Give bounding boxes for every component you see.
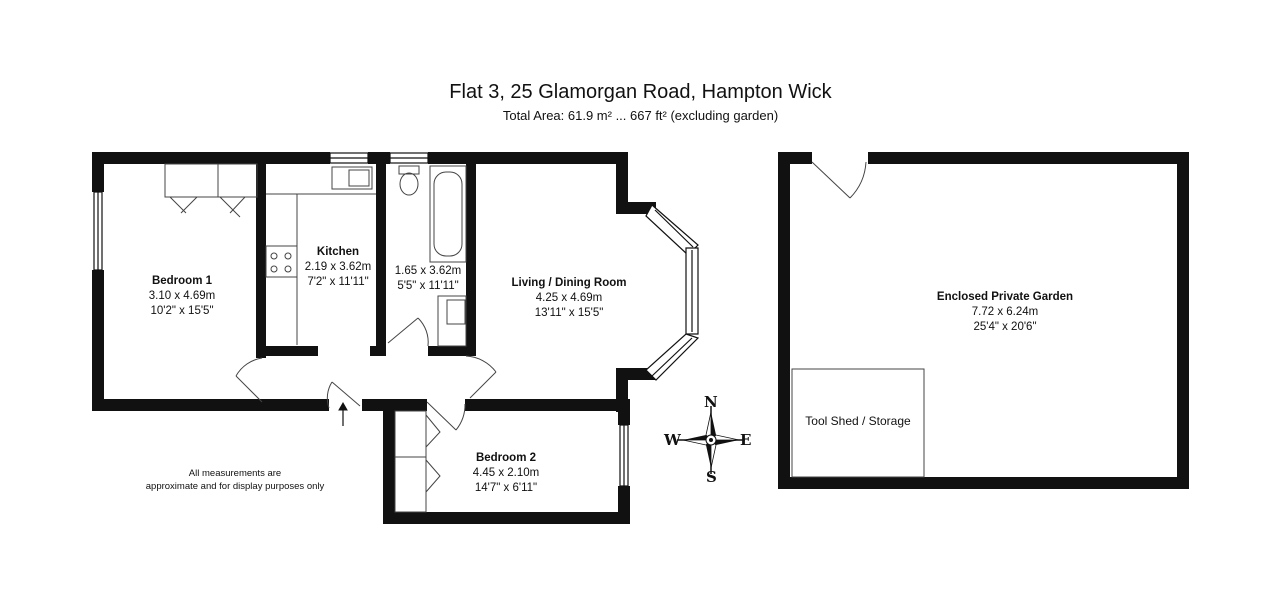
room-bathroom: 1.65 x 3.62m 5'5" x 11'11" — [384, 264, 472, 294]
garden-walls — [778, 152, 1189, 489]
room-metric: 4.45 x 2.10m — [472, 467, 540, 479]
room-metric: 7.72 x 6.24m — [971, 306, 1039, 318]
total-area: Total Area: 61.9 m² ... 667 ft² (excludi… — [502, 108, 779, 123]
room-imperial: 10'2" x 15'5" — [150, 305, 214, 317]
room-metric: 4.25 x 4.69m — [535, 292, 603, 304]
garden-door — [811, 161, 867, 199]
compass-west: W — [664, 431, 681, 449]
flat-walls — [92, 152, 656, 524]
entrance-arrow — [338, 401, 348, 426]
room-imperial: 5'5" x 11'11" — [397, 280, 459, 292]
room-imperial: 25'4" x 20'6" — [973, 321, 1037, 333]
room-name: Kitchen — [316, 246, 360, 258]
compass-east: E — [740, 431, 752, 449]
room-name: Living / Dining Room — [511, 277, 627, 289]
room-kitchen: Kitchen 2.19 x 3.62m 7'2" x 11'11" — [290, 245, 386, 290]
bay-window — [645, 204, 700, 381]
room-bedroom-2: Bedroom 2 4.45 x 2.10m 14'7" x 6'11" — [456, 451, 556, 496]
compass-south: S — [706, 468, 717, 486]
room-bedroom-1: Bedroom 1 3.10 x 4.69m 10'2" x 15'5" — [112, 274, 252, 319]
room-name: Bedroom 1 — [151, 275, 213, 287]
page-title: Flat 3, 25 Glamorgan Road, Hampton Wick — [449, 81, 832, 103]
room-garden: Enclosed Private Garden 7.72 x 6.24m 25'… — [900, 290, 1110, 335]
room-metric: 2.19 x 3.62m — [304, 261, 372, 273]
compass-rose — [677, 406, 745, 474]
room-imperial: 13'11" x 15'5" — [534, 307, 604, 319]
fixtures — [164, 163, 467, 513]
disclaimer-line-2: approximate and for display purposes onl… — [145, 481, 325, 492]
room-imperial: 14'7" x 6'11" — [474, 482, 538, 494]
room-name: Enclosed Private Garden — [936, 291, 1074, 303]
room-imperial: 7'2" x 11'11" — [307, 276, 369, 288]
room-name: Tool Shed / Storage — [805, 414, 911, 428]
disclaimer-line-1: All measurements are — [188, 468, 282, 479]
room-metric: 3.10 x 4.69m — [148, 290, 216, 302]
measurement-disclaimer: All measurements are approximate and for… — [120, 467, 350, 493]
room-name: Bedroom 2 — [475, 452, 537, 464]
tool-shed — [791, 368, 925, 478]
room-tool-shed: Tool Shed / Storage — [796, 414, 920, 429]
room-metric: 1.65 x 3.62m — [394, 265, 462, 277]
doors — [235, 317, 497, 431]
windows — [93, 152, 629, 487]
compass-north: N — [704, 393, 718, 411]
room-living-dining: Living / Dining Room 4.25 x 4.69m 13'11"… — [498, 276, 640, 321]
